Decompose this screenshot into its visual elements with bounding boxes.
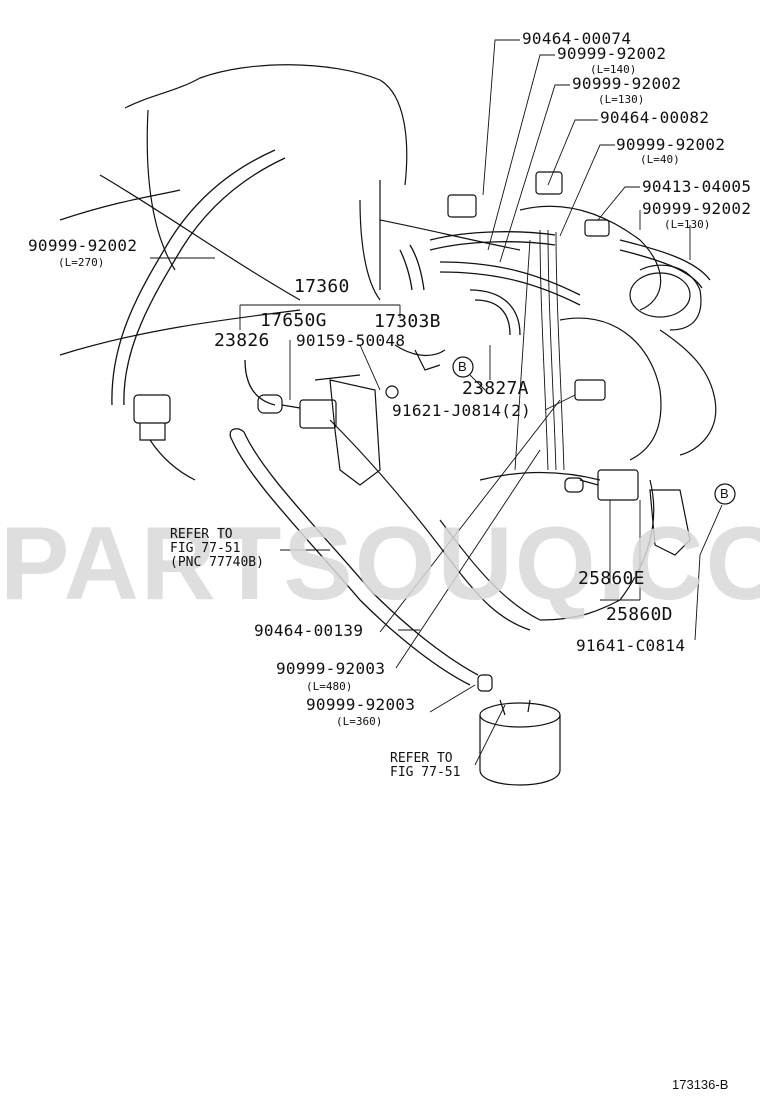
label-90159-50048[interactable]: 90159-50048 [296,331,406,350]
label-90999-92002-d[interactable]: 90999-92002 [642,199,752,218]
label-25860D[interactable]: 25860D [606,604,673,625]
label-90999-92003-a[interactable]: 90999-92003 [276,659,386,678]
label-90464-00139[interactable]: 90464-00139 [254,621,364,640]
label-90999-92003-b[interactable]: 90999-92003 [306,695,416,714]
clamp-90413-04005 [584,219,610,237]
hose-90999-92002-l130 [439,261,581,296]
clip-90464-00082 [535,171,563,195]
callout-b-circle-right [714,483,736,505]
callout-b-left: B [458,359,467,374]
intake-plenum-outline [379,219,521,251]
label-90464-00082[interactable]: 90464-00082 [600,108,710,127]
label-25860E[interactable]: 25860E [578,568,645,589]
figure-code: 173136-B [672,1077,729,1092]
engine-block-outline [559,317,662,461]
callout-b-circle-left [452,356,474,378]
hose-23826 [244,359,276,406]
label-17360[interactable]: 17360 [294,276,350,297]
bracket-17303B [329,379,381,486]
label-23827A[interactable]: 23827A [462,378,529,399]
bracket-91641 [649,489,691,556]
label-90999-92002-a[interactable]: 90999-92002 [557,44,667,63]
label-23826[interactable]: 23826 [214,330,270,351]
hose-90999-92002-l140 [429,231,556,241]
label-len-140: (L=140) [590,63,637,76]
label-len-130-b: (L=130) [664,218,711,231]
label-90999-92002-b[interactable]: 90999-92002 [572,74,682,93]
hose-90999-92002-l270 [111,149,276,406]
label-90413-04005[interactable]: 90413-04005 [642,177,752,196]
label-len-480: (L=480) [306,680,353,693]
label-refer-fig-77-51-pnc[interactable]: REFER TO FIG 77-51 (PNC 77740B) [170,527,264,570]
label-len-40: (L=40) [640,153,680,166]
label-90999-92002-left[interactable]: 90999-92002 [28,236,138,255]
label-17650G[interactable]: 17650G [260,310,327,331]
watermark-text: PARTSOUQ.COM [0,506,760,622]
hose-90999-92003-l480 [231,439,471,686]
label-len-270: (L=270) [58,256,105,269]
filter-canister-top [479,702,561,728]
label-refer-fig-77-51[interactable]: REFER TO FIG 77-51 [390,751,461,780]
label-90999-92002-c[interactable]: 90999-92002 [616,135,726,154]
label-91621-J0814[interactable]: 91621-J0814(2) [392,401,532,420]
label-17303B[interactable]: 17303B [374,311,441,332]
engine-cover-outline [124,64,408,186]
hose-90999-92002-l130-b [619,239,711,281]
clip-90464-00074 [447,194,477,218]
label-len-130-a: (L=130) [598,93,645,106]
label-91641-C0814[interactable]: 91641-C0814 [576,636,686,655]
callout-b-right: B [720,486,729,501]
vsv-25860E [597,469,639,501]
label-90464-00074[interactable]: 90464-00074 [522,29,632,48]
label-len-360: (L=360) [336,715,383,728]
